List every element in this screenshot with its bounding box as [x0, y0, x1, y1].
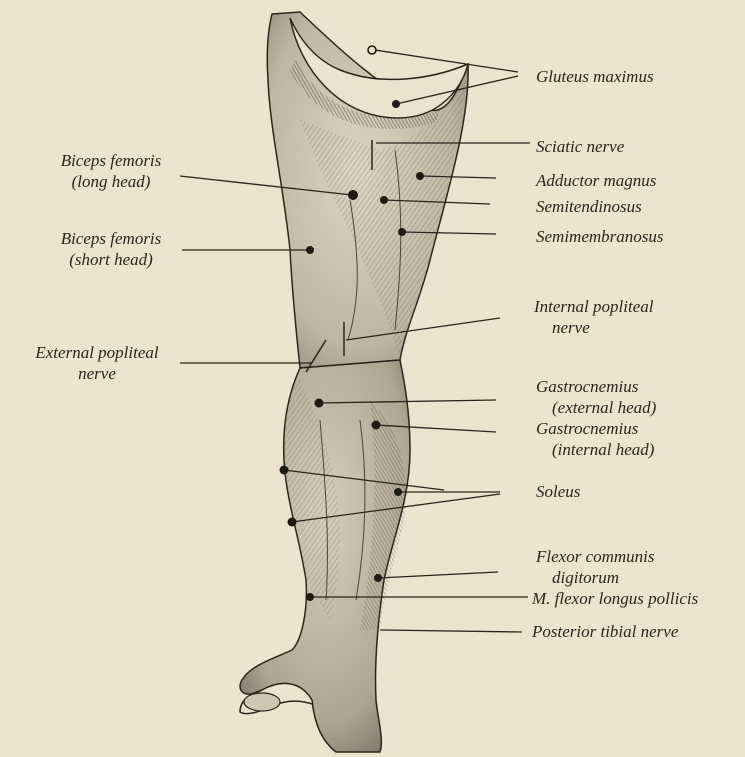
dot-soleus-2 [394, 488, 402, 496]
label-internal-popliteal-line2: nerve [534, 317, 653, 338]
label-biceps-short-line1: Biceps femoris [44, 228, 178, 249]
heel [244, 693, 280, 711]
label-sciatic-nerve: Sciatic nerve [536, 136, 624, 157]
dot-soleus-1 [280, 466, 289, 475]
label-soleus: Soleus [536, 481, 580, 502]
label-flexor-longus: M. flexor longus pollicis [532, 588, 698, 609]
label-gastro-external-line1: Gastrocnemius [536, 376, 656, 397]
label-semitendinosus: Semitendinosus [536, 196, 642, 217]
dot-biceps-short [306, 246, 314, 254]
label-gastro-internal-line2: (internal head) [536, 439, 654, 460]
label-gastro-internal-line1: Gastrocnemius [536, 418, 654, 439]
label-biceps-long-line2: (long head) [44, 171, 178, 192]
label-biceps-short: Biceps femoris (short head) [44, 228, 178, 270]
leader-flexor-communis [378, 572, 498, 578]
dot-gastro-internal [372, 421, 381, 430]
dot-gluteus [392, 100, 400, 108]
label-gastro-external-line2: (external head) [536, 397, 656, 418]
label-gastro-internal: Gastrocnemius (internal head) [536, 418, 654, 460]
label-biceps-long-line1: Biceps femoris [44, 150, 178, 171]
label-gluteus-maximus: Gluteus maximus [536, 66, 654, 87]
label-posterior-tibial: Posterior tibial nerve [532, 621, 678, 642]
label-flexor-communis: Flexor communis digitorum [536, 546, 655, 588]
dot-gastro-external [315, 399, 324, 408]
label-adductor-magnus: Adductor magnus [536, 170, 656, 191]
label-internal-popliteal: Internal popliteal nerve [534, 296, 653, 338]
label-gastro-external: Gastrocnemius (external head) [536, 376, 656, 418]
dot-flexor-longus [306, 593, 314, 601]
label-biceps-short-line2: (short head) [44, 249, 178, 270]
label-internal-popliteal-line1: Internal popliteal [534, 296, 653, 317]
label-external-popliteal: External popliteal nerve [20, 342, 174, 384]
dot-soleus-3 [288, 518, 297, 527]
label-semimembranosus: Semimembranosus [536, 226, 664, 247]
dot-semitendinosus [380, 196, 388, 204]
dot-flexor-communis [374, 574, 382, 582]
dot-biceps-long [348, 190, 358, 200]
label-flexor-communis-line1: Flexor communis [536, 546, 655, 567]
leader-posterior-tibial [380, 630, 522, 632]
label-external-popliteal-line2: nerve [20, 363, 174, 384]
leg-shape [240, 12, 468, 752]
dot-gluteus-open [368, 46, 376, 54]
dot-semimembranosus [398, 228, 406, 236]
label-biceps-long: Biceps femoris (long head) [44, 150, 178, 192]
label-flexor-communis-line2: digitorum [536, 567, 655, 588]
dot-adductor [416, 172, 424, 180]
leader-gluteus-a [375, 50, 518, 72]
label-external-popliteal-line1: External popliteal [20, 342, 174, 363]
